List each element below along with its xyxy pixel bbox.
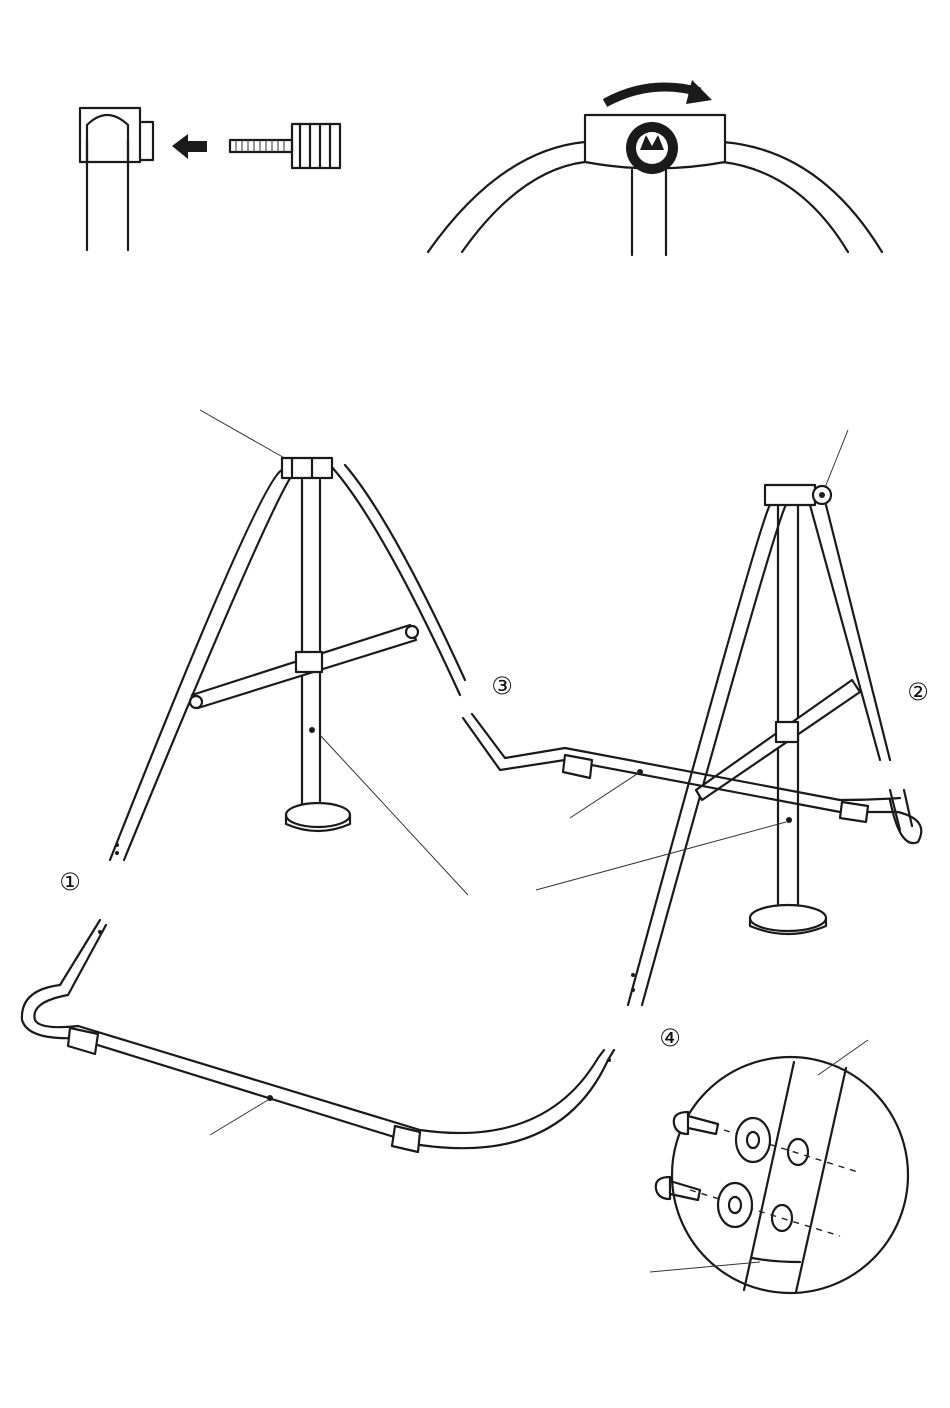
svg-text:①: ①	[59, 868, 81, 896]
left-arrow-icon	[172, 134, 207, 159]
knob-tighten-detail	[428, 80, 882, 255]
svg-text:②: ②	[907, 678, 929, 706]
svg-text:④: ④	[659, 1024, 681, 1052]
rotate-clockwise-icon	[605, 80, 712, 104]
bracket-insert-detail	[80, 108, 340, 250]
washer-icon	[736, 1118, 770, 1162]
step-label-3: ③	[491, 672, 513, 700]
bolt-icon	[230, 124, 340, 168]
svg-text:③: ③	[491, 672, 513, 700]
bottom-rail-front	[22, 920, 614, 1152]
right-tripod-frame	[628, 430, 890, 1005]
washer-icon	[718, 1183, 752, 1227]
step-label-2: ②	[907, 678, 929, 706]
step-label-4: ④	[659, 1024, 681, 1052]
tightening-knob-icon	[626, 122, 678, 174]
left-tripod-frame	[110, 410, 465, 860]
step-label-1: ①	[59, 868, 81, 896]
bolt-washer-magnified-detail	[650, 1040, 908, 1293]
tightening-knob-icon	[813, 486, 831, 504]
